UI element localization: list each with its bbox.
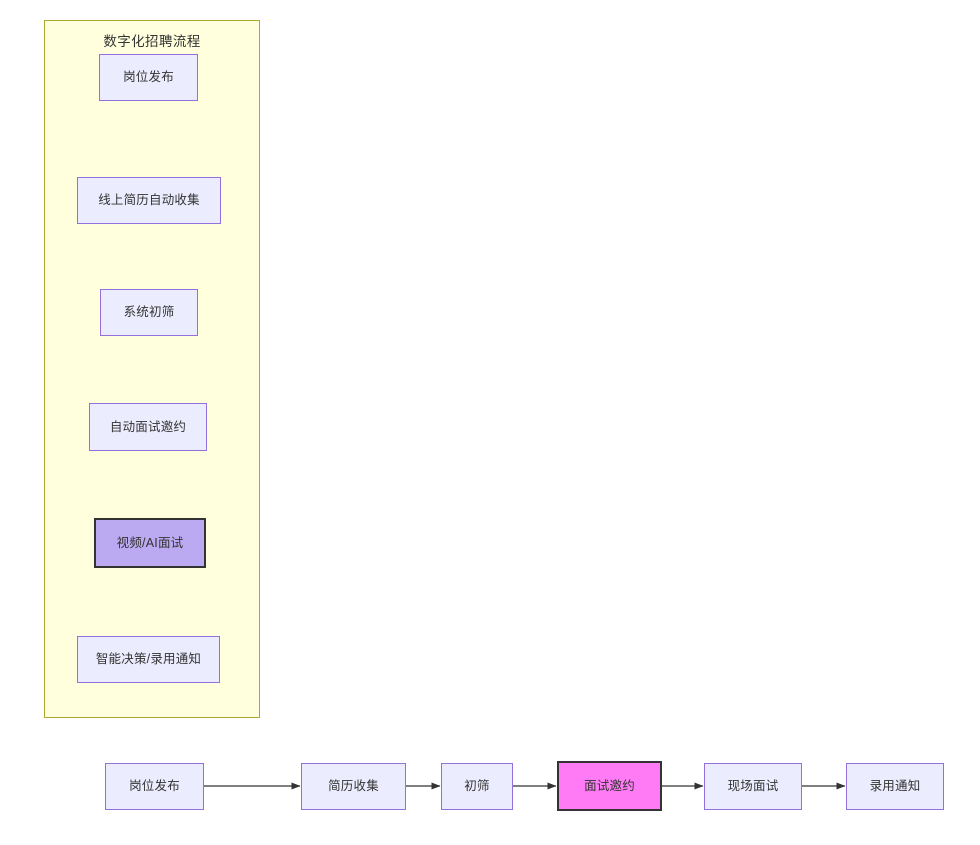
node-v2-online-resume-collection[interactable]: 线上简历自动收集 <box>77 177 221 224</box>
node-v5-video-ai-interview[interactable]: 视频/AI面试 <box>94 518 206 568</box>
node-label: 录用通知 <box>869 779 921 793</box>
node-h3-initial-screening[interactable]: 初筛 <box>441 763 513 810</box>
node-h6-offer-notification[interactable]: 录用通知 <box>846 763 944 810</box>
subgraph-title: 数字化招聘流程 <box>103 34 201 49</box>
node-label: 初筛 <box>464 779 490 793</box>
node-v4-auto-interview-invite[interactable]: 自动面试邀约 <box>89 403 207 451</box>
node-label: 岗位发布 <box>129 779 180 793</box>
node-label: 现场面试 <box>727 779 779 793</box>
node-h5-onsite-interview[interactable]: 现场面试 <box>704 763 802 810</box>
node-v6-decision-offer[interactable]: 智能决策/录用通知 <box>77 636 220 683</box>
subgraph-digital-recruitment: 数字化招聘流程 <box>44 20 260 718</box>
node-label: 自动面试邀约 <box>109 419 187 434</box>
node-label: 简历收集 <box>328 779 379 793</box>
node-v3-system-screening[interactable]: 系统初筛 <box>100 289 198 336</box>
node-label: 智能决策/录用通知 <box>95 652 202 666</box>
node-h2-resume-collection[interactable]: 简历收集 <box>301 763 406 810</box>
node-h4-interview-invitation[interactable]: 面试邀约 <box>557 761 662 811</box>
node-label: 岗位发布 <box>123 70 174 84</box>
node-v1-job-posting[interactable]: 岗位发布 <box>99 54 198 101</box>
node-label: 线上简历自动收集 <box>98 193 200 207</box>
node-h1-job-posting[interactable]: 岗位发布 <box>105 763 204 810</box>
node-label: 面试邀约 <box>584 778 635 793</box>
node-label: 系统初筛 <box>123 305 175 319</box>
node-label: 视频/AI面试 <box>116 535 184 550</box>
